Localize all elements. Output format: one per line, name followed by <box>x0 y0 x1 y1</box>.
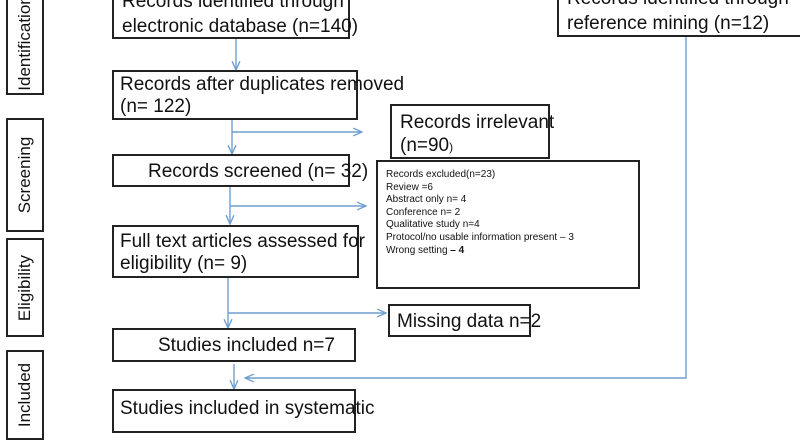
excluded-list: Records excluded(n=23) Review =6 Abstrac… <box>386 169 574 257</box>
wrong-setting-label: Wrong setting <box>386 244 451 256</box>
wrong-setting-count: – 4 <box>450 244 465 256</box>
fulltext-line1: Full text articles assessed for <box>120 231 365 252</box>
duplicates-line2: (n= 122) <box>120 96 192 117</box>
box-missing-data: Missing data n=2 <box>388 304 541 337</box>
box-systematic-review: Studies included in systematic <box>112 389 375 433</box>
irrelevant-line1: Records irrelevant <box>400 112 555 133</box>
fulltext-line2: eligibility (n= 9) <box>120 253 248 274</box>
box-studies-included: Studies included n=7 <box>112 328 356 362</box>
excluded-item: Review =6 <box>386 181 433 193</box>
duplicates-line1: Records after duplicates removed <box>120 74 405 95</box>
flow-arrows <box>0 37 687 419</box>
irrelevant-line2: (n=90) <box>400 133 453 160</box>
database-line2: electronic database (n=140) <box>122 16 359 37</box>
stage-screening: Screening <box>6 118 44 232</box>
excluded-title: Records excluded(n=23) <box>386 169 496 180</box>
reference-line1: Records identified through <box>567 0 789 11</box>
excluded-item: Qualitative study n=4 <box>386 219 480 231</box>
excluded-item: Abstract only n= 4 <box>386 194 467 206</box>
irrelevant-paren: ) <box>449 140 454 154</box>
screened-text: Records screened (n= 32) <box>148 161 369 182</box>
box-reference-records: Records identified through reference min… <box>557 0 800 37</box>
included-text: Studies included n=7 <box>158 335 335 356</box>
stage-eligibility: Eligibility <box>6 238 44 337</box>
missing-text: Missing data n=2 <box>397 311 542 332</box>
systematic-text: Studies included in systematic <box>120 398 375 419</box>
excluded-item: Conference n= 2 <box>386 206 461 218</box>
irrelevant-count: (n=90 <box>400 135 450 156</box>
excluded-item-last: Wrong setting – 4 <box>386 245 574 258</box>
reference-line2: reference mining (n=12) <box>567 13 770 34</box>
box-records-screened: Records screened (n= 32) <box>112 154 368 187</box>
box-database-records: Records identified through electronic da… <box>112 0 358 39</box>
box-records-excluded: Records excluded(n=23) Review =6 Abstrac… <box>376 160 640 289</box>
box-fulltext-assessed: Full text articles assessed for eligibil… <box>112 225 365 278</box>
stage-identification: Identification <box>6 0 44 95</box>
box-duplicates-removed: Records after duplicates removed (n= 122… <box>112 70 404 120</box>
database-line1: Records identified through <box>122 0 344 12</box>
excluded-item: Protocol/no usable information present –… <box>386 231 574 243</box>
arrow-reference-to-systematic <box>245 37 687 378</box>
box-records-irrelevant: Records irrelevant (n=90) <box>390 104 554 160</box>
